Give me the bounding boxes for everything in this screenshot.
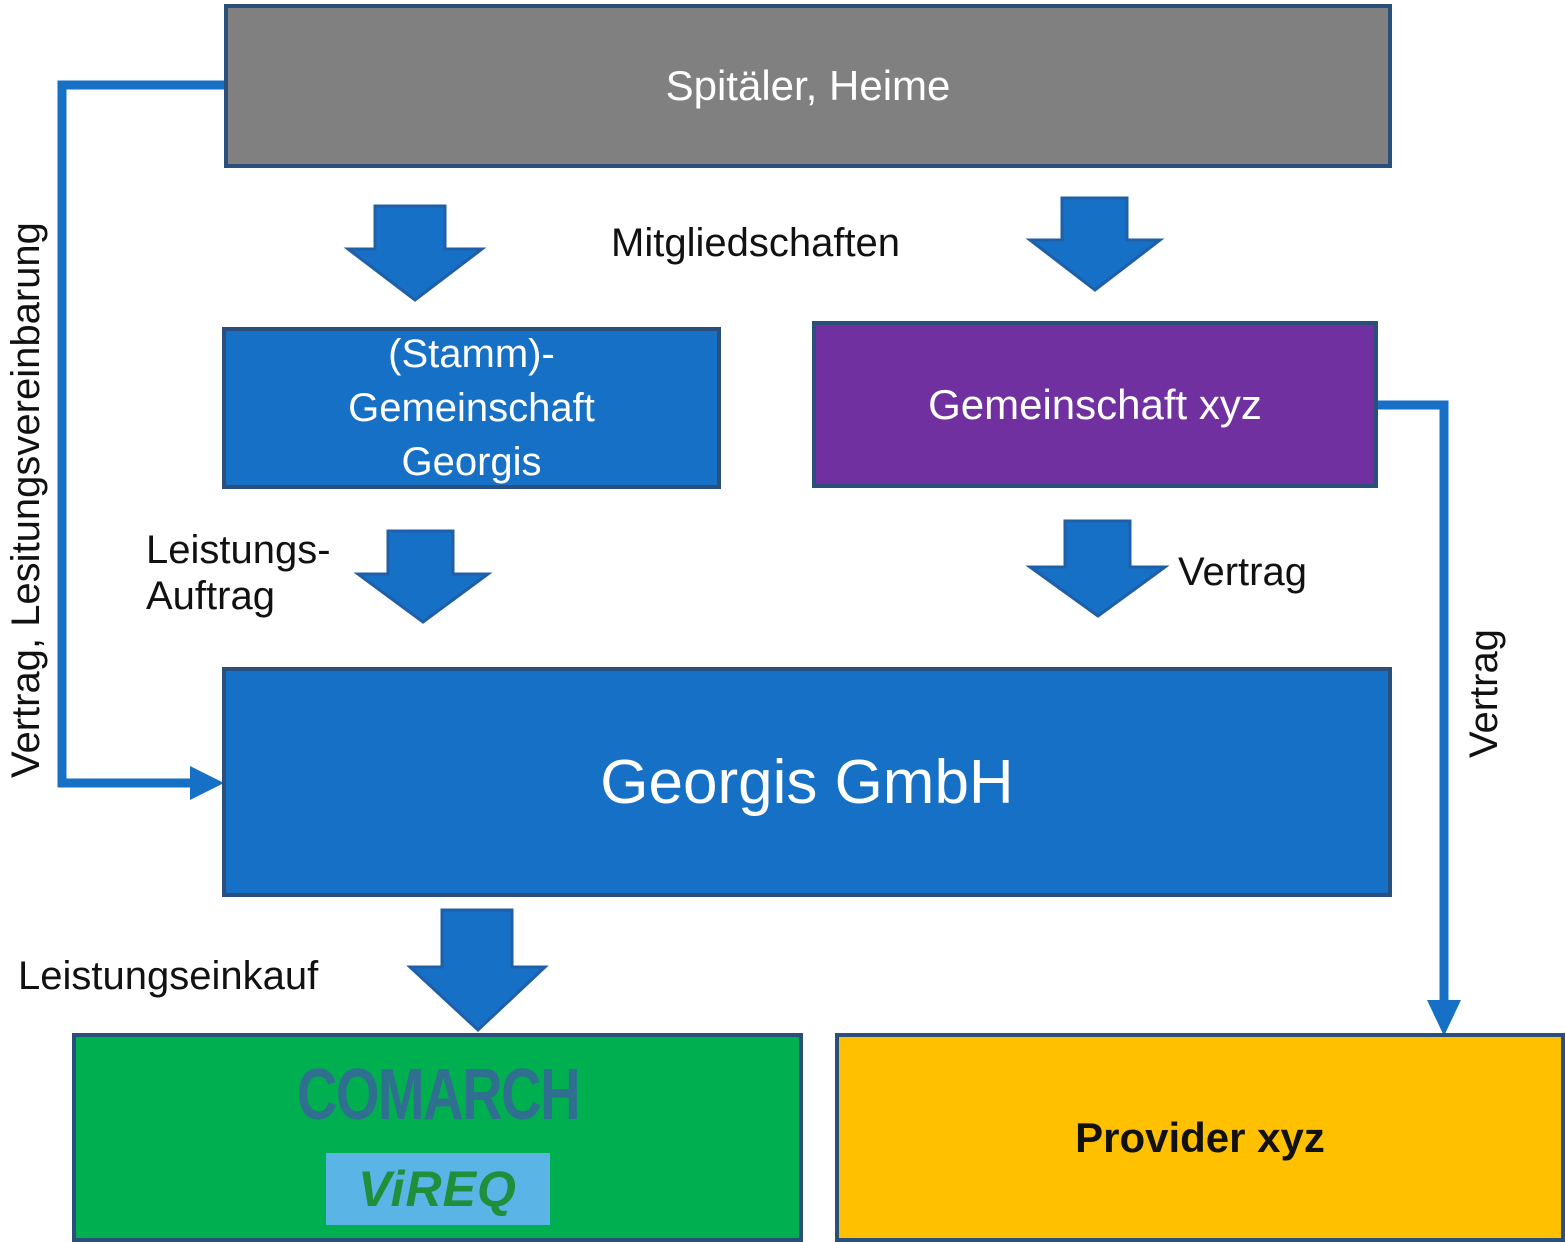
node-spitaeler-heime: Spitäler, Heime — [224, 4, 1392, 168]
down-arrow-icon-leistungsauftrag — [353, 529, 493, 624]
label-vertrag-mid: Vertrag — [1178, 550, 1307, 594]
node-georgis-gmbh: Georgis GmbH — [222, 667, 1392, 897]
vireq-logo-text: ViREQ — [358, 1161, 517, 1217]
node-stamm-line-1: (Stamm)- — [388, 332, 555, 376]
vireq-logo: ViREQ — [325, 1153, 550, 1225]
label-vertrag-lesitungsvereinbarung: Vertrag, Lesitungsvereinbarung — [4, 222, 48, 778]
down-arrow-icon-leistungseinkauf — [406, 908, 549, 1033]
label-leistungsauftrag-line-2: Auftrag — [146, 574, 275, 618]
node-georgis-gmbh-label: Georgis GmbH — [600, 747, 1014, 817]
down-arrow-icon-mitglied-left — [343, 204, 487, 302]
connector-right-arrowhead-icon — [1427, 1000, 1461, 1036]
node-gemeinschaft-xyz: Gemeinschaft xyz — [812, 321, 1378, 488]
label-vertrag-right: Vertrag — [1462, 629, 1506, 758]
connector-left-arrowhead-icon — [190, 766, 224, 800]
connector-left-vertrag — [57, 80, 226, 788]
node-comarch-vireq: COMARCH ViREQ — [72, 1033, 803, 1242]
comarch-logo: COMARCH — [296, 1055, 580, 1135]
node-stamm-line-3: Georgis — [401, 440, 542, 484]
label-leistungsauftrag: Leistungs- Auftrag — [146, 527, 331, 619]
label-leistungseinkauf: Leistungseinkauf — [18, 954, 319, 998]
label-mitgliedschaften: Mitgliedschaften — [611, 221, 901, 265]
node-gemeinschaft-xyz-label: Gemeinschaft xyz — [928, 380, 1262, 428]
node-provider-xyz-label: Provider xyz — [1075, 1113, 1325, 1161]
node-spitaeler-heime-label: Spitäler, Heime — [665, 62, 951, 109]
node-provider-xyz: Provider xyz — [835, 1033, 1565, 1242]
down-arrow-icon-mitglied-right — [1025, 196, 1165, 292]
node-stamm-gemeinschaft-georgis: (Stamm)- Gemeinschaft Georgis — [222, 327, 721, 489]
down-arrow-icon-vertrag — [1025, 519, 1170, 618]
connector-right-vertrag — [1377, 400, 1449, 1010]
node-stamm-line-2: Gemeinschaft — [348, 386, 595, 430]
label-leistungsauftrag-line-1: Leistungs- — [146, 528, 331, 572]
